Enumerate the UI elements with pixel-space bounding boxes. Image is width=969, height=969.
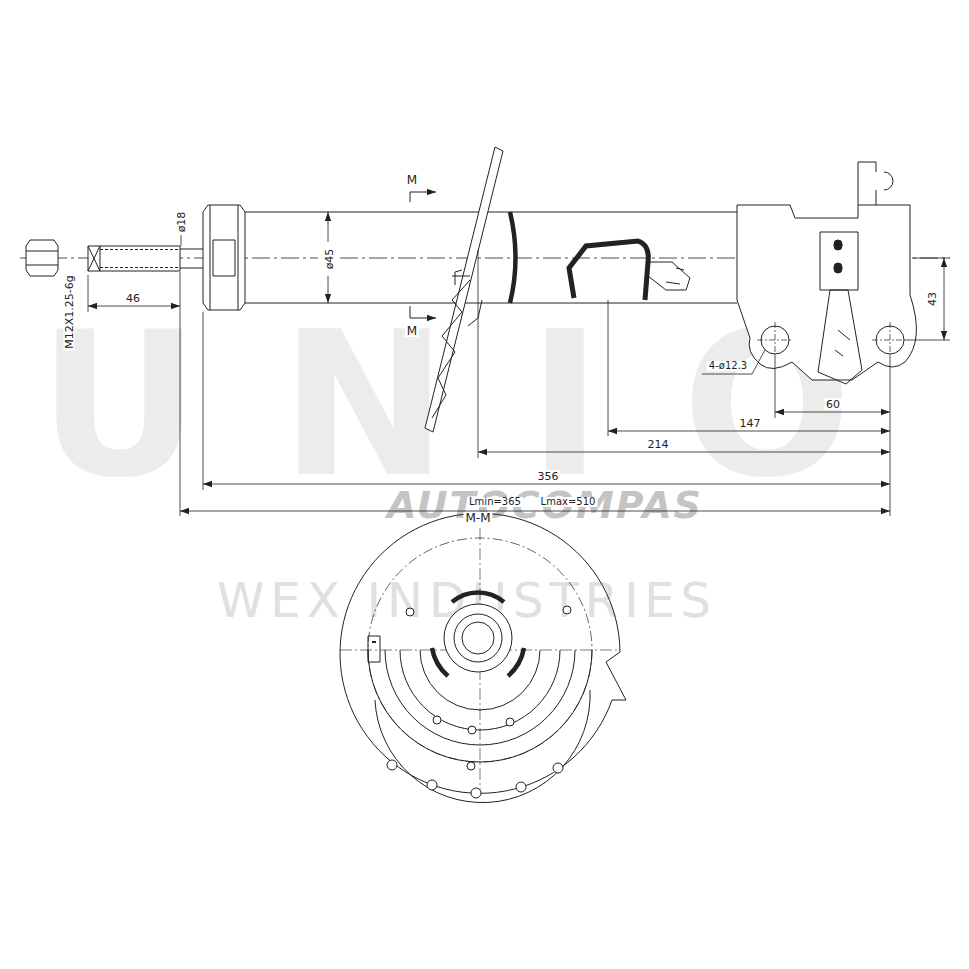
dim-line	[181, 235, 182, 246]
bracket-arm	[818, 290, 862, 384]
dimension-label: 147	[738, 418, 763, 429]
hex-nut	[26, 240, 58, 276]
tab-mark	[372, 641, 376, 643]
dim-line	[478, 452, 890, 453]
thread-lines	[100, 250, 180, 268]
extension-line	[88, 272, 180, 516]
hole	[553, 763, 563, 773]
hole	[516, 782, 526, 792]
hose-clip	[858, 162, 893, 205]
rod-section	[462, 622, 494, 654]
length-label: Lmax=510	[539, 497, 598, 507]
spring-seat-plate	[425, 147, 503, 432]
section-arrow	[410, 306, 436, 318]
body-ring	[444, 604, 512, 672]
dimension-label: 60	[824, 399, 842, 410]
bump-stop-section	[432, 592, 524, 676]
hole	[387, 760, 397, 770]
threaded-rod	[88, 246, 180, 271]
length-label: Lmin=365	[467, 497, 523, 507]
dimension-label: ø18	[176, 210, 187, 235]
hole	[471, 788, 481, 798]
dim-line	[203, 484, 890, 485]
dim-line	[608, 431, 890, 432]
hose-bracket	[569, 241, 648, 300]
dim-line	[88, 306, 180, 307]
dimension-label: 214	[646, 439, 671, 450]
dimension-label: 356	[536, 471, 561, 482]
rod	[180, 249, 203, 268]
body-inner	[454, 614, 502, 662]
hole	[563, 606, 571, 614]
seat-arcs	[368, 650, 592, 803]
section-arrow	[410, 192, 436, 202]
hole-callout: 4-ø12.3	[707, 361, 749, 371]
hole	[427, 780, 437, 790]
dimension-label: ø45	[324, 247, 335, 272]
bump-stop	[510, 212, 516, 303]
hole	[467, 762, 475, 770]
thread-spec: M12X1.25-6g	[64, 273, 75, 350]
mounting-plate	[820, 232, 858, 290]
tab-section	[368, 636, 380, 662]
strut-side-view	[20, 147, 950, 432]
dim-line	[328, 276, 329, 303]
dimensions	[88, 212, 950, 516]
spring-seat-flange	[432, 270, 482, 418]
bracket-tab	[648, 262, 690, 290]
section-marker: M	[405, 174, 419, 186]
knuckle-bracket	[737, 205, 916, 380]
dim-line	[944, 258, 945, 340]
hole	[506, 718, 514, 726]
top-cap	[203, 205, 245, 310]
leader-line	[702, 350, 765, 374]
dimension-label: 46	[124, 293, 142, 304]
hole	[468, 726, 476, 734]
damper-body	[245, 212, 737, 303]
section-center-lines	[340, 528, 620, 790]
extension-line	[203, 250, 890, 516]
dim-line	[775, 412, 890, 413]
section-outline	[340, 513, 626, 793]
slot	[834, 263, 842, 273]
extension-line	[906, 258, 950, 340]
dimension-label: 43	[927, 290, 938, 308]
plate-holes	[387, 606, 571, 798]
dim-line	[328, 212, 329, 242]
hole	[433, 716, 441, 724]
section-title: M-M	[463, 512, 492, 524]
section-view	[340, 513, 626, 802]
hole-center-lines	[757, 322, 908, 358]
seat-tab	[452, 276, 470, 277]
dim-line	[180, 511, 890, 512]
hole	[406, 608, 414, 616]
slot	[834, 240, 842, 250]
section-marker: M	[405, 325, 419, 337]
